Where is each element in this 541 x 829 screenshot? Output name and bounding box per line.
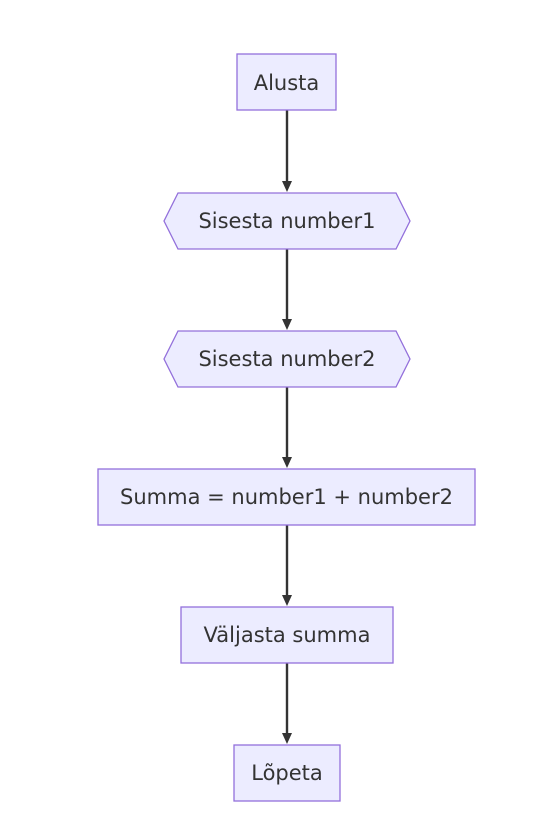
node-start: Alusta [236,53,337,111]
node-end-label: Lõpeta [251,761,323,785]
node-sum: Summa = number1 + number2 [97,468,476,526]
node-sum-label: Summa = number1 + number2 [120,485,453,509]
node-output: Väljasta summa [180,606,394,664]
edge-start-to-input1 [282,110,292,192]
edge-sum-to-output [282,525,292,606]
node-input1-label: Sisesta number1 [198,209,375,233]
node-input2: Sisesta number2 [163,330,411,388]
node-end: Lõpeta [233,744,341,802]
edge-output-to-end [282,663,292,744]
node-input2-label: Sisesta number2 [198,347,375,371]
node-start-label: Alusta [254,71,320,95]
node-input1: Sisesta number1 [163,192,411,250]
edge-input1-to-input2 [282,249,292,330]
edge-input2-to-sum [282,387,292,468]
edges [282,110,292,744]
node-output-label: Väljasta summa [204,623,371,647]
